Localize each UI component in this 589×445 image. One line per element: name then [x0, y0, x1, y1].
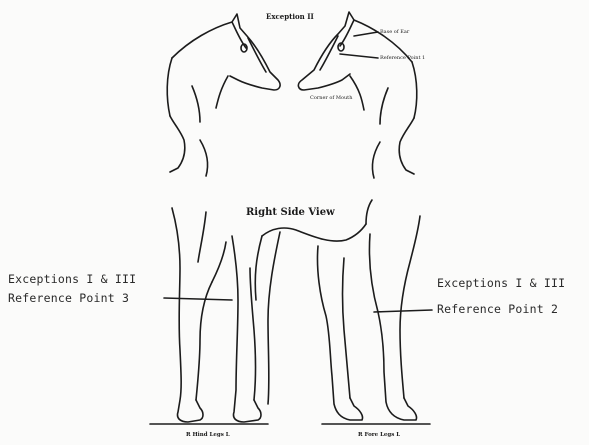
- exception-ii-title: Exception II: [266, 12, 314, 21]
- right-side-view-title: Right Side View: [246, 207, 335, 218]
- fore-legs-drawing: [317, 200, 420, 420]
- reference-point-3-pointer: [164, 298, 232, 300]
- reference-point-2-pointer: [374, 310, 432, 312]
- base-of-ear-label: Base of Ear: [380, 29, 409, 35]
- left-callout-exceptions: Exceptions I & III: [8, 272, 136, 286]
- corner-of-mouth-label: Corner of Mouth: [310, 95, 352, 101]
- left-callout-reference-point-3: Reference Point 3: [8, 291, 129, 305]
- body-outline: [255, 224, 366, 404]
- hind-legs-caption: R Hind Legs L: [186, 432, 230, 438]
- left-horse-head: [167, 14, 280, 176]
- right-callout-exceptions: Exceptions I & III: [437, 276, 565, 290]
- fore-legs-caption: R Fore Legs L: [358, 432, 400, 438]
- hind-legs-drawing: [172, 208, 261, 422]
- reference-point-1-label: Reference Point 1: [380, 55, 425, 61]
- right-callout-reference-point-2: Reference Point 2: [437, 302, 558, 316]
